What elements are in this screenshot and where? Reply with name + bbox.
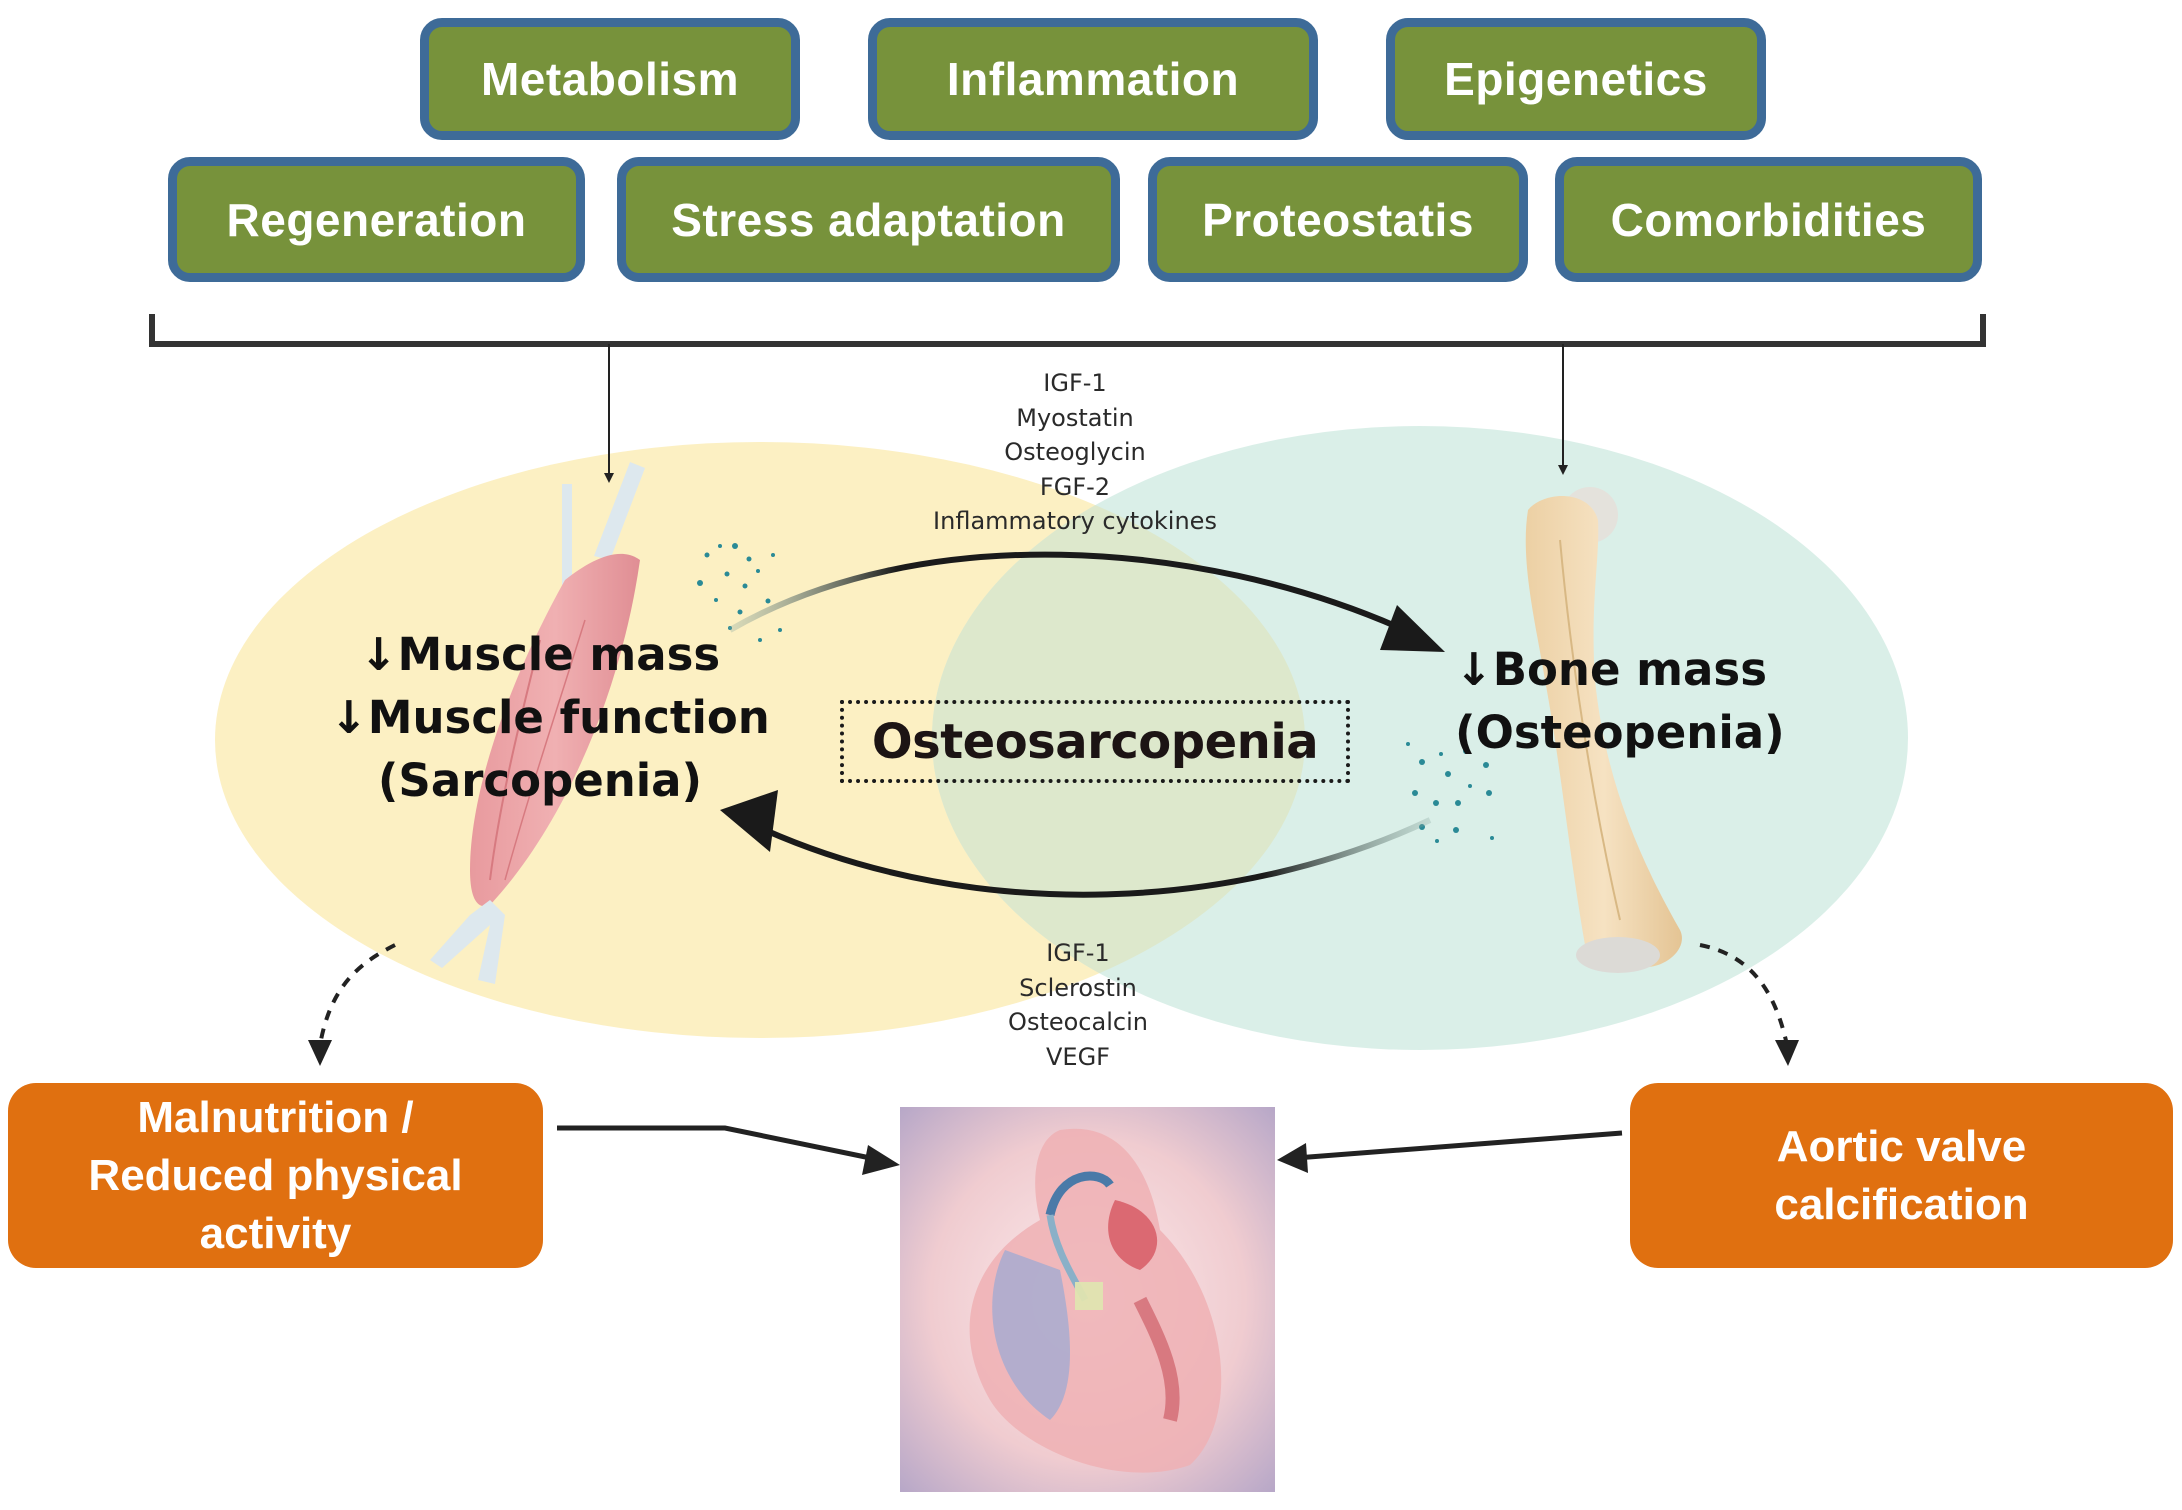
mediator: FGF-2 <box>1039 472 1111 501</box>
factor-epigenetics: Epigenetics <box>1386 18 1766 140</box>
muscle-to-bone-arrowhead <box>1380 605 1445 652</box>
osteosarcopenia-box: Osteosarcopenia <box>840 700 1350 783</box>
malnutrition-arrowhead <box>308 1040 332 1066</box>
factor-label: Inflammation <box>946 53 1240 105</box>
muscle-signal-particles <box>697 543 782 642</box>
factor-label: Epigenetics <box>1444 53 1708 105</box>
decrease-arrow-icon: ↓ <box>1455 643 1493 696</box>
factor-label: Stress adaptation <box>671 193 1066 246</box>
muscle-to-malnutrition-dashed-arrow <box>318 943 396 1046</box>
outcome-line: activity <box>199 1208 352 1258</box>
malnutrition-to-heart-arrow <box>557 1125 881 1163</box>
humerus-bone-illustration <box>1525 487 1682 973</box>
factor-regeneration: Regeneration <box>168 157 585 282</box>
bone-to-muscle-mediators: IGF-1 Sclerostin Osteocalcin VEGF <box>878 936 1278 1074</box>
bone-to-muscle-arrow <box>763 817 1432 898</box>
overlap-zone <box>932 442 1305 1038</box>
heart-tavi-illustration <box>900 1107 1275 1492</box>
bone-to-aortic-dashed-arrow <box>1699 943 1789 1046</box>
outcome-line: Reduced physical <box>88 1150 463 1200</box>
muscle-to-bone-mediators: IGF-1 Myostatin Osteoglycin FGF-2 Inflam… <box>875 366 1275 539</box>
decrease-arrow-icon: ↓ <box>330 691 368 744</box>
factor-label: Proteostatis <box>1202 193 1474 246</box>
muscle-illustration <box>430 462 645 984</box>
muscle-mass-text: Muscle mass <box>397 628 721 681</box>
factor-inflammation: Inflammation <box>868 18 1318 140</box>
factors-bracket <box>149 314 1986 347</box>
factor-proteostatis: Proteostatis <box>1148 157 1528 282</box>
mediator: Inflammatory cytokines <box>933 507 1217 535</box>
muscle-function-text: Muscle function <box>367 691 770 744</box>
sarcopenia-text: (Sarcopenia) <box>377 754 703 807</box>
muscle-to-bone-arrow <box>728 551 1402 633</box>
sarcopenia-label: ↓Muscle mass ↓Muscle function (Sarcopeni… <box>330 623 770 812</box>
factor-label: Metabolism <box>480 53 740 105</box>
right-heart-arrowhead <box>1277 1143 1308 1173</box>
mediator: Myostatin <box>1016 403 1134 432</box>
outcome-line: Aortic valve <box>1776 1121 2027 1171</box>
mediator: IGF-1 <box>1046 939 1110 967</box>
aortic-arrowhead <box>1775 1040 1799 1066</box>
left-heart-arrowhead <box>862 1145 900 1175</box>
factor-stress-adaptation: Stress adaptation <box>617 157 1120 282</box>
mediator: Sclerostin <box>1019 973 1137 1002</box>
mediator: Osteoglycin <box>1004 438 1146 466</box>
mediator: IGF-1 <box>1043 369 1107 397</box>
bone-mass-text: Bone mass <box>1492 643 1767 696</box>
bone-to-muscle-arrowhead <box>720 790 778 852</box>
aortic-to-heart-arrow <box>1295 1130 1623 1161</box>
factor-label: Comorbidities <box>1610 193 1927 246</box>
factor-metabolism: Metabolism <box>420 18 800 140</box>
decrease-arrow-icon: ↓ <box>359 628 398 681</box>
aortic-valve-box: Aortic valve calcification <box>1630 1083 2173 1268</box>
mediator: VEGF <box>1046 1042 1110 1071</box>
outcome-line: calcification <box>1774 1179 2029 1229</box>
malnutrition-box: Malnutrition / Reduced physical activity <box>8 1083 543 1268</box>
osteopenia-text: (Osteopenia) <box>1455 706 1785 759</box>
osteopenia-label: ↓Bone mass (Osteopenia) <box>1455 638 1785 764</box>
osteosarcopenia-label: Osteosarcopenia <box>871 713 1319 770</box>
factor-comorbidities: Comorbidities <box>1555 157 1982 282</box>
factor-label: Regeneration <box>226 193 527 246</box>
mediator: Osteocalcin <box>1008 1008 1148 1036</box>
outcome-line: Malnutrition / <box>137 1092 414 1142</box>
